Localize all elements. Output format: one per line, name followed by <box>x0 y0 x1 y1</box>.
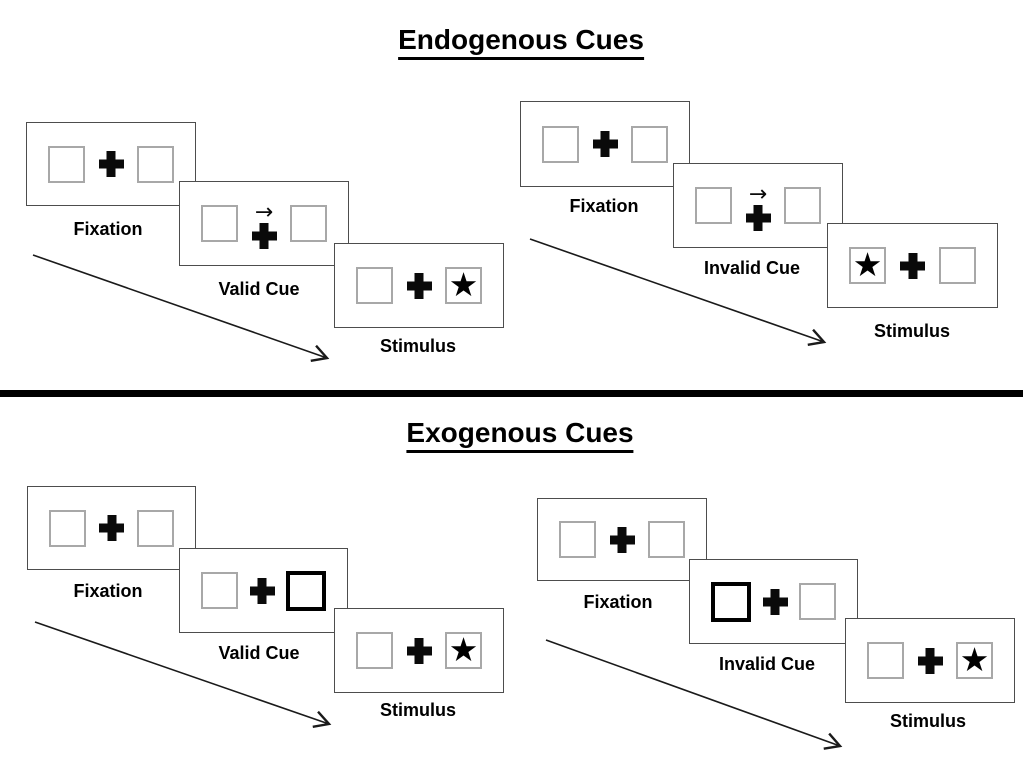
left-placeholder-box <box>49 509 86 547</box>
exogenous-valid-cue-panel <box>179 548 348 633</box>
fixation-cross-wrap <box>407 273 432 299</box>
left-placeholder-box <box>867 642 904 679</box>
star-stimulus-icon: ★ <box>959 640 990 679</box>
star-stimulus-icon: ★ <box>448 265 479 304</box>
fixation-cross-wrap <box>918 648 943 674</box>
left-cued-box-highlight <box>711 581 751 622</box>
fixation-cross-icon <box>99 515 124 541</box>
exogenous-invalid-cue-label: Invalid Cue <box>718 654 816 674</box>
right-placeholder-box <box>137 509 174 547</box>
endogenous-invalid-stimulus-panel: ★ <box>827 223 998 308</box>
exogenous-invalid-stimulus-label: Stimulus <box>889 711 967 731</box>
fixation-cross-wrap <box>407 638 432 664</box>
endogenous-valid-stimulus-panel: ★ <box>334 243 504 328</box>
exogenous-invalid-stimulus-panel: ★ <box>845 618 1015 703</box>
cue-arrow-right-icon: → <box>748 181 768 207</box>
fixation-cross-icon <box>900 253 925 279</box>
cue-cross-wrap: → <box>252 199 277 249</box>
fixation-cross-icon <box>252 223 277 249</box>
section-divider <box>0 390 1023 397</box>
endogenous-invalid-stimulus-label: Stimulus <box>873 321 951 341</box>
fixation-cross-icon <box>99 151 124 177</box>
cue-arrow-right-icon: → <box>254 199 274 225</box>
star-stimulus-icon: ★ <box>448 630 479 669</box>
endogenous-invalid-cue-label: Invalid Cue <box>703 258 801 278</box>
right-stimulus-box: ★ <box>445 632 482 669</box>
fixation-cross-icon <box>763 589 788 615</box>
fixation-cross-icon <box>918 648 943 674</box>
fixation-cross-icon <box>746 205 771 231</box>
exogenous-invalid-fixation-panel <box>537 498 707 581</box>
right-stimulus-box: ★ <box>956 642 993 679</box>
right-placeholder-box <box>784 187 821 224</box>
endogenous-invalid-fixation-panel <box>520 101 690 187</box>
fixation-cross-icon <box>407 273 432 299</box>
exogenous-invalid-cue-panel <box>689 559 858 644</box>
left-placeholder-box <box>559 521 596 558</box>
exogenous-valid-cue-label: Valid Cue <box>218 643 300 663</box>
exogenous-valid-stimulus-panel: ★ <box>334 608 504 693</box>
endogenous-title-text: Endogenous Cues <box>398 24 644 60</box>
fixation-cross-wrap <box>99 151 124 177</box>
left-placeholder-box <box>356 267 393 304</box>
fixation-cross-icon <box>593 131 618 157</box>
exogenous-valid-sequence-arrow <box>34 621 332 729</box>
endogenous-valid-stimulus-label: Stimulus <box>379 336 457 356</box>
right-placeholder-box <box>648 521 685 558</box>
fixation-cross-icon <box>610 527 635 553</box>
fixation-cross-wrap <box>763 589 788 615</box>
fixation-cross-icon <box>407 638 432 664</box>
left-placeholder-box <box>201 205 238 242</box>
fixation-cross-wrap <box>593 131 618 157</box>
endogenous-invalid-sequence-arrow <box>529 238 827 346</box>
cue-cross-wrap: → <box>746 181 771 231</box>
exogenous-section-title: Exogenous Cues <box>406 417 634 453</box>
left-placeholder-box <box>695 187 732 224</box>
endogenous-valid-fixation-label: Fixation <box>73 219 143 239</box>
fixation-cross-wrap <box>610 527 635 553</box>
exogenous-valid-fixation-label: Fixation <box>73 581 143 601</box>
endogenous-valid-fixation-panel <box>26 122 196 206</box>
left-placeholder-box <box>356 632 393 669</box>
right-placeholder-box <box>939 247 976 284</box>
right-cued-box-highlight <box>286 570 326 611</box>
exogenous-title-text: Exogenous Cues <box>406 417 634 453</box>
endogenous-section-title: Endogenous Cues <box>398 24 644 60</box>
fixation-cross-wrap <box>99 515 124 541</box>
endogenous-valid-cue-label: Valid Cue <box>218 279 300 299</box>
left-placeholder-box <box>48 145 85 183</box>
right-placeholder-box <box>631 125 668 163</box>
endogenous-invalid-cue-panel: → <box>673 163 843 248</box>
exogenous-valid-stimulus-label: Stimulus <box>379 700 457 720</box>
exogenous-invalid-fixation-label: Fixation <box>583 592 653 612</box>
endogenous-invalid-fixation-label: Fixation <box>569 196 639 216</box>
right-placeholder-box <box>799 583 836 620</box>
left-placeholder-box <box>201 572 238 609</box>
star-stimulus-icon: ★ <box>852 245 883 284</box>
left-stimulus-box: ★ <box>849 247 886 284</box>
right-placeholder-box <box>290 205 327 242</box>
endogenous-valid-cue-panel: → <box>179 181 349 266</box>
right-stimulus-box: ★ <box>445 267 482 304</box>
fixation-cross-wrap <box>250 578 275 604</box>
fixation-cross-icon <box>250 578 275 604</box>
endogenous-valid-sequence-arrow <box>32 254 330 362</box>
left-placeholder-box <box>542 125 579 163</box>
exogenous-valid-fixation-panel <box>27 486 196 570</box>
right-placeholder-box <box>137 145 174 183</box>
fixation-cross-wrap <box>900 253 925 279</box>
